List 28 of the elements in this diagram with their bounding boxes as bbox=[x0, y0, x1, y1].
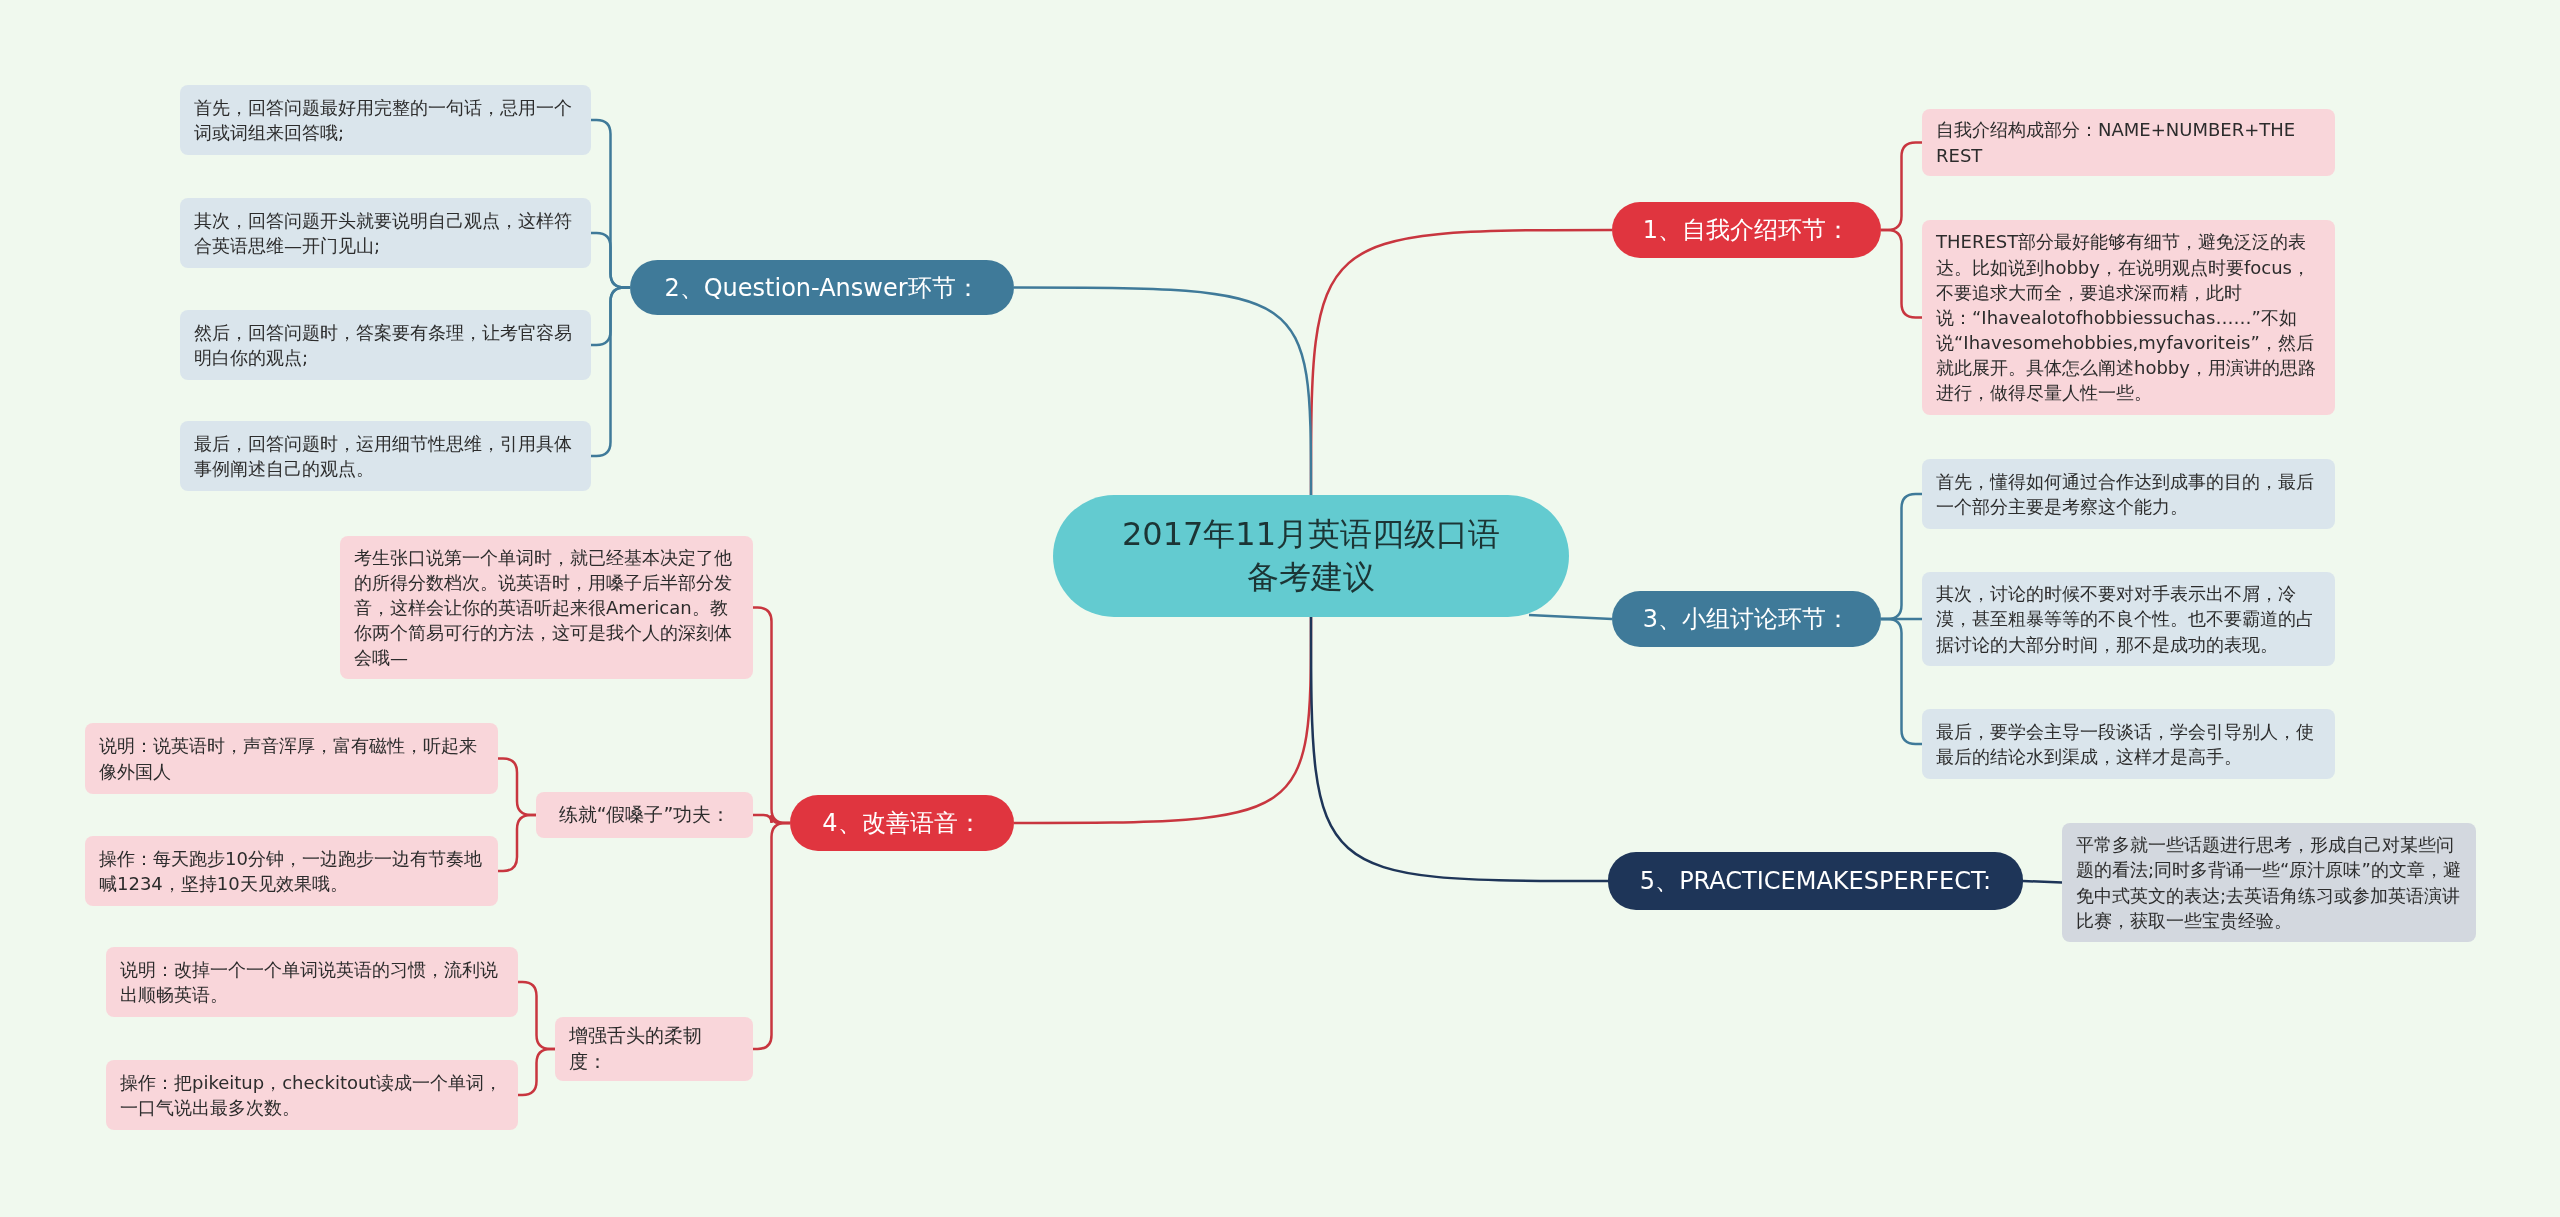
branch-topic: 3、小组讨论环节： bbox=[1612, 591, 1881, 647]
connector-line bbox=[518, 1047, 555, 1097]
note-card: THEREST部分最好能够有细节，避免泛泛的表达。比如说到hobby，在说明观点时要focus，不要追求大而全，要追求深而精，此时说：“Ihavealotofhobbiessuchas……”不如说“Ihavesomehobbies,myfavoriteis”，然后就此展开。具体怎么阐述hobby，用演讲的思路进行，做得尽量人性一些。 bbox=[1922, 220, 2335, 415]
note-card: 然后，回答问题时，答案要有条理，让考官容易明白你的观点; bbox=[180, 310, 591, 380]
branch-topic: 2、Question-Answer环节： bbox=[630, 260, 1014, 315]
note-card: 操作：每天跑步10分钟，一边跑步一边有节奏地喊1234，坚持10天见效果哦。 bbox=[85, 836, 498, 906]
note-card: 最后，回答问题时，运用细节性思维，引用具体事例阐述自己的观点。 bbox=[180, 421, 591, 491]
note-card: 首先，回答问题最好用完整的一句话，忌用一个词或词组来回答哦; bbox=[180, 85, 591, 155]
connector-line bbox=[1528, 613, 1613, 621]
central-topic: 2017年11月英语四级口语备考建议 bbox=[1053, 495, 1569, 617]
note-card: 自我介绍构成部分：NAME+NUMBER+THE REST bbox=[1922, 109, 2335, 176]
connector-line bbox=[1309, 617, 1608, 883]
note-card: 其次，回答问题开头就要说明自己观点，这样符合英语思维—开门见山; bbox=[180, 198, 591, 268]
subtopic-card: 练就“假嗓子”功夫： bbox=[536, 792, 753, 838]
branch-topic: 4、改善语音： bbox=[790, 795, 1014, 851]
note-card: 操作：把pikeitup，checkitout读成一个单词，一口气说出最多次数。 bbox=[106, 1060, 518, 1130]
branch-topic: 5、PRACTICEMAKESPERFECT: bbox=[1608, 852, 2023, 910]
note-card: 考生张口说第一个单词时，就已经基本决定了他的所得分数档次。说英语时，用嗓子后半部分发音，这样会让你的英语听起来很American。教你两个简易可行的方法，这可是我个人的深刻体会哦— bbox=[340, 536, 753, 679]
connector-line bbox=[2022, 879, 2063, 884]
note-card: 最后，要学会主导一段谈话，学会引导别人，使最后的结论水到渠成，这样才是高手。 bbox=[1922, 709, 2335, 779]
note-card: 首先，懂得如何通过合作达到成事的目的，最后一个部分主要是考察这个能力。 bbox=[1922, 459, 2335, 529]
connector-line bbox=[1014, 286, 1313, 495]
note-card: 其次，讨论的时候不要对对手表示出不屑，冷漠，甚至粗暴等等的不良个性。也不要霸道的占据讨论的大部分时间，那不是成功的表现。 bbox=[1922, 572, 2335, 666]
subtopic-card: 增强舌头的柔韧度： bbox=[555, 1017, 753, 1081]
note-card: 说明：改掉一个一个单词说英语的习惯，流利说出顺畅英语。 bbox=[106, 947, 518, 1017]
note-card: 平常多就一些话题进行思考，形成自己对某些问题的看法;同时多背诵一些“原汁原味”的文章，避免中式英文的表达;去英语角练习或参加英语演讲比赛，获取一些宝贵经验。 bbox=[2062, 823, 2476, 942]
branch-topic: 1、自我介绍环节： bbox=[1612, 202, 1881, 258]
note-card: 说明：说英语时，声音浑厚，富有磁性，听起来像外国人 bbox=[85, 723, 498, 794]
